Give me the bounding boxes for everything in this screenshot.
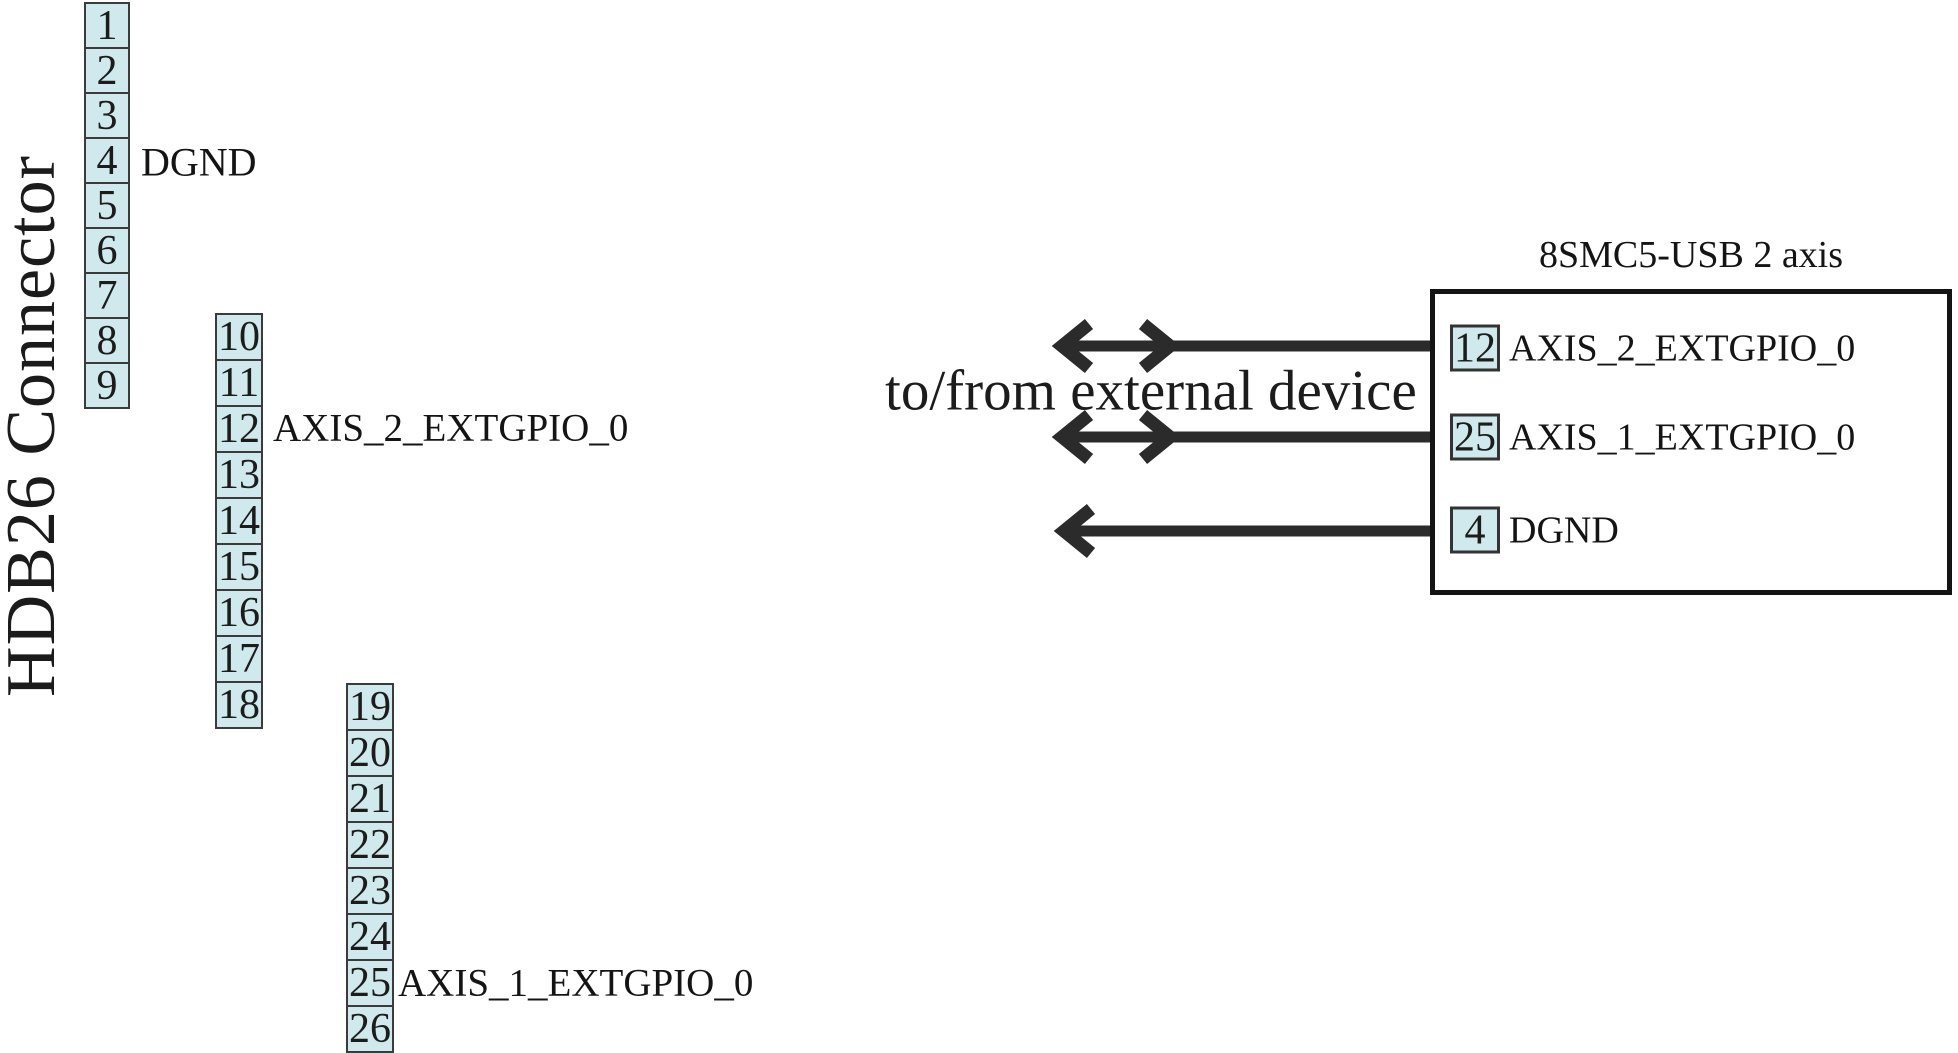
pin-column-1: 1 2 3 4 5 6 7 8 9 — [84, 2, 130, 409]
pin-label-dgnd: DGND — [141, 139, 257, 185]
pin-cell: 12 — [1450, 324, 1500, 372]
pin-column-2: 10 11 12 13 14 15 16 17 18 — [215, 313, 263, 729]
pin-cell: 2 — [84, 47, 130, 94]
pin-cell: 23 — [346, 867, 394, 915]
pin-cell: 9 — [84, 362, 130, 409]
pin-cell: 17 — [215, 635, 263, 683]
pin-cell: 21 — [346, 775, 394, 823]
external-device-annotation: to/from external device — [885, 359, 1417, 423]
pin-cell: 13 — [215, 451, 263, 499]
pin-cell: 25 — [1450, 413, 1500, 461]
device-title: 8SMC5-USB 2 axis — [1538, 234, 1844, 276]
pin-cell: 12 — [215, 405, 263, 453]
pin-cell: 5 — [84, 182, 130, 229]
signal-arrows — [1051, 318, 1432, 559]
pin-cell: 24 — [346, 913, 394, 961]
pin-cell: 10 — [215, 313, 263, 361]
device-box: 12 AXIS_2_EXTGPIO_0 25 AXIS_1_EXTGPIO_0 … — [1430, 289, 1952, 595]
pin-cell: 25 — [346, 959, 394, 1007]
pin-cell: 7 — [84, 272, 130, 319]
pin-label: AXIS_2_EXTGPIO_0 — [1509, 327, 1856, 369]
pin-cell: 19 — [346, 683, 394, 731]
pin-cell: 16 — [215, 589, 263, 637]
bidirectional-arrow — [1051, 318, 1432, 374]
pin-cell: 14 — [215, 497, 263, 545]
pin-cell: 4 — [1450, 506, 1500, 554]
bidirectional-arrow — [1051, 409, 1432, 465]
pin-cell: 8 — [84, 317, 130, 364]
pin-label-axis1: AXIS_1_EXTGPIO_0 — [398, 961, 754, 1005]
pin-cell: 26 — [346, 1005, 394, 1053]
pin-cell: 11 — [215, 359, 263, 407]
device-pin-row: 12 AXIS_2_EXTGPIO_0 — [1450, 324, 1856, 372]
pin-cell: 4 — [84, 137, 130, 184]
left-arrow — [1053, 503, 1432, 559]
pin-cell: 22 — [346, 821, 394, 869]
pin-cell: 20 — [346, 729, 394, 777]
pin-column-3: 19 20 21 22 23 24 25 26 — [346, 683, 394, 1053]
device-pin-row: 25 AXIS_1_EXTGPIO_0 — [1450, 413, 1856, 461]
pin-cell: 6 — [84, 227, 130, 274]
device-pin-row: 4 DGND — [1450, 506, 1619, 554]
pin-cell: 18 — [215, 681, 263, 729]
pin-cell: 15 — [215, 543, 263, 591]
pin-label-axis2: AXIS_2_EXTGPIO_0 — [273, 406, 629, 450]
connector-title: HDB26 Connector — [0, 155, 70, 697]
pin-cell: 1 — [84, 2, 130, 49]
pin-label: DGND — [1509, 509, 1619, 551]
pin-label: AXIS_1_EXTGPIO_0 — [1509, 416, 1856, 458]
pin-cell: 3 — [84, 92, 130, 139]
